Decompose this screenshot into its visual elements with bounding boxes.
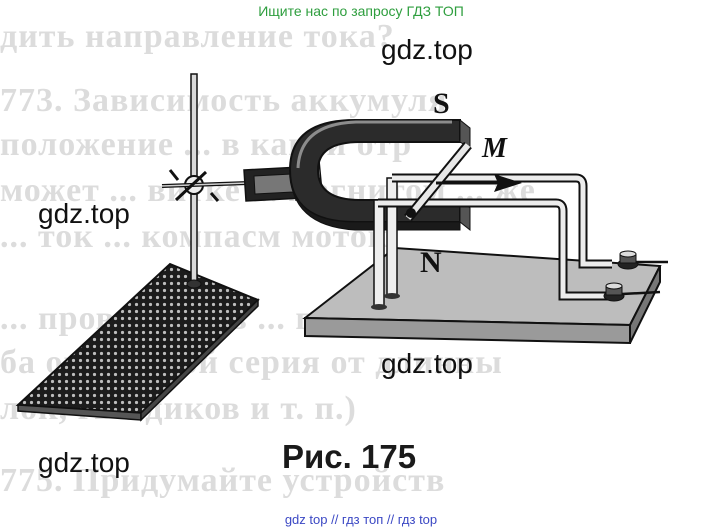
stand-clamp: [161, 169, 249, 202]
stand-base: [15, 262, 260, 422]
label-n: N: [420, 246, 442, 279]
background-text-line: дить направление тока?: [0, 18, 395, 55]
background-text-line: 773. Зависимость аккумуля: [0, 82, 448, 119]
conducting-rails: [378, 173, 612, 301]
terminals: [603, 250, 668, 302]
watermark: gdz.top: [381, 34, 473, 65]
watermark: gdz.top: [38, 198, 130, 229]
background-text-line: 775. Придумайте устройств: [0, 462, 446, 499]
motion-arrow: [436, 174, 522, 192]
label-s: S: [433, 87, 450, 120]
watermark: gdz.top: [38, 447, 130, 478]
footer-links[interactable]: gdz top // гдз топ // гдз top: [284, 512, 438, 527]
watermark: gdz.top: [381, 348, 473, 379]
label-m: M: [481, 133, 508, 164]
header-banner[interactable]: Ищите нас по запросу ГДЗ ТОП: [258, 3, 464, 19]
figure-caption: Рис. 175: [282, 438, 417, 475]
